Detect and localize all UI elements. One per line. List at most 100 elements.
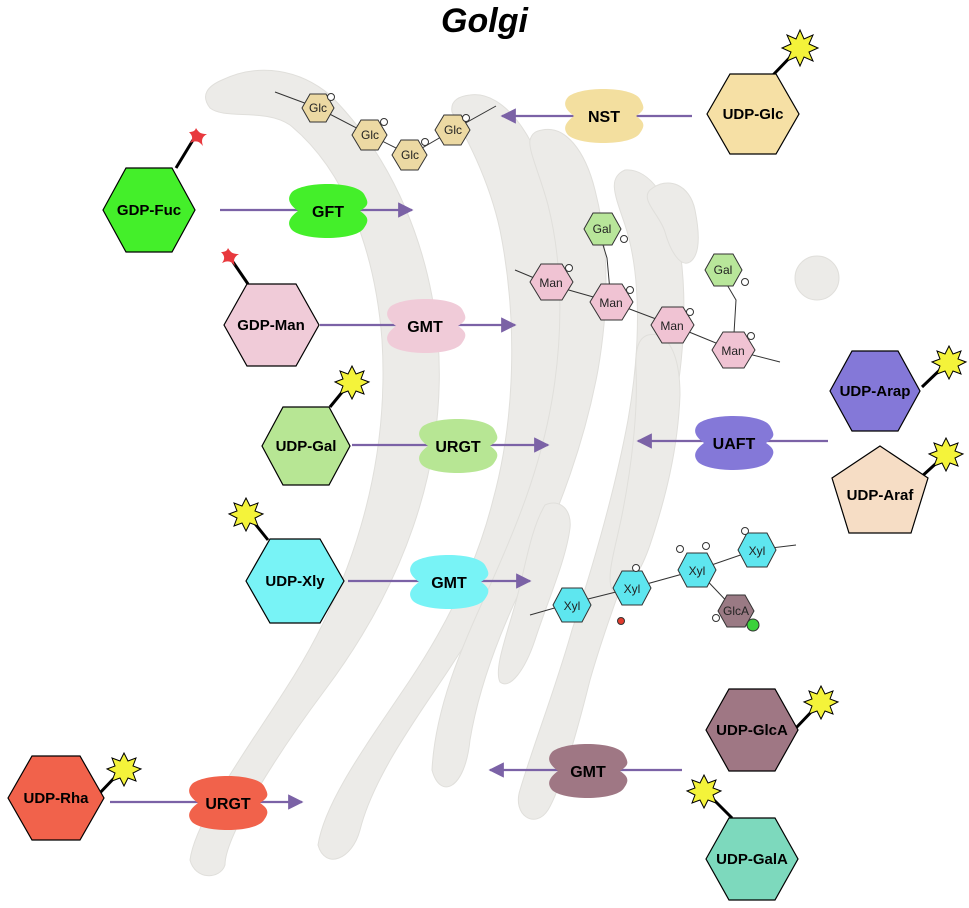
glc-residue-shape	[434, 114, 471, 146]
donor-udp-xly-star-icon	[227, 496, 265, 533]
donor-udp-araf-star-icon	[927, 436, 965, 473]
man-residue: Man	[711, 331, 756, 369]
gal-residue: Gal	[583, 212, 628, 246]
glca-residue-label: GlcA	[723, 604, 749, 618]
xyl-residue: Xyl	[612, 564, 652, 625]
xyl-residue-acetyl	[617, 617, 625, 625]
enzyme-urgt-rha: URGT	[189, 775, 268, 831]
enzyme-urgt-gal: URGT	[419, 418, 498, 474]
man-residue-shape	[650, 306, 695, 344]
xyl-residue-hydroxyl	[741, 527, 749, 535]
glca-residue-hydroxyl	[712, 614, 720, 622]
donor-udp-rha: UDP-Rha	[7, 751, 143, 841]
glca-residue-methyl	[746, 618, 760, 632]
glc-residue: Glc	[434, 114, 471, 146]
glucan-chain: Glc Glc Glc Glc	[274, 91, 497, 171]
donor-udp-gala: UDP-GalA	[685, 773, 799, 901]
man-residue-shape	[589, 283, 634, 321]
glc-residue: Glc	[391, 138, 429, 171]
donor-udp-glc-label: UDP-Glc	[723, 106, 784, 123]
enzyme-gft-shape	[289, 183, 368, 239]
glc-residue-hydroxyl	[327, 93, 335, 101]
enzyme-gmt-man-shape	[387, 298, 466, 354]
gal-residue-label: Gal	[593, 222, 612, 236]
glca-residue-shape	[717, 594, 755, 628]
xyl-residue-shape	[677, 552, 717, 588]
donor-udp-gala-shape	[705, 817, 799, 901]
enzyme-gmt-glca: GMT	[549, 743, 628, 799]
enzyme-nst: NST	[565, 88, 644, 144]
donor-udp-glca-label: UDP-GlcA	[716, 722, 788, 739]
golgi-vesicle	[794, 255, 840, 301]
donor-udp-glca-star-icon	[802, 684, 840, 721]
enzyme-gmt-man: GMT	[387, 298, 466, 354]
donor-udp-glca: UDP-GlcA	[705, 684, 840, 772]
donor-udp-araf-label: UDP-Araf	[847, 487, 915, 504]
enzyme-urgt-rha-label: URGT	[205, 796, 251, 813]
donor-udp-araf: UDP-Araf	[831, 436, 965, 534]
donor-udp-rha-shape	[7, 755, 105, 841]
man-residue-hydroxyl	[565, 264, 573, 272]
enzyme-uaft-label: UAFT	[713, 436, 756, 453]
man-residue-label: Man	[539, 276, 562, 290]
enzyme-uaft: UAFT	[695, 415, 774, 471]
xyl-residue-hydroxyl	[676, 545, 684, 553]
donor-udp-gal-label: UDP-Gal	[276, 438, 337, 455]
gal-residue: Gal	[704, 253, 749, 287]
donor-udp-gala-star-icon	[685, 773, 723, 810]
donor-gdp-fuc-label: GDP-Fuc	[117, 202, 181, 219]
enzyme-gmt-glca-shape	[549, 743, 628, 799]
mannan-chain: Man Man Man Man Gal	[514, 212, 781, 369]
glc-residue: Glc	[301, 93, 335, 123]
donor-gdp-fuc: GDP-Fuc	[102, 128, 207, 253]
man-residue: Man	[589, 283, 634, 321]
glc-residue-label: Glc	[444, 123, 462, 137]
gal-residue-shape	[704, 253, 743, 287]
cisterna-4	[517, 169, 685, 820]
man-residue-label: Man	[721, 344, 744, 358]
xyl-residue-label: Xyl	[689, 564, 706, 578]
enzyme-urgt-rha-shape	[189, 775, 268, 831]
cisterna-5	[609, 333, 681, 593]
glc-residue-label: Glc	[401, 148, 419, 162]
man-residue: Man	[650, 306, 695, 344]
xyl-residue-label: Xyl	[749, 544, 766, 558]
xyl-residue-label: Xyl	[624, 582, 641, 596]
man-residue-shape	[529, 263, 574, 301]
donor-udp-xly-label: UDP-Xly	[265, 573, 325, 590]
man-residue: Man	[529, 263, 574, 301]
glc-residue-hydroxyl	[462, 114, 470, 122]
xyl-residue-hydroxyl	[632, 564, 640, 572]
donor-udp-arap: UDP-Arap	[829, 344, 968, 432]
donor-udp-glca-shape	[705, 688, 799, 772]
glc-residue-shape	[301, 93, 335, 123]
enzyme-gmt-glca-label: GMT	[570, 764, 606, 781]
gal-residue-hydroxyl	[741, 278, 749, 286]
xyl-residue: Xyl	[552, 587, 592, 623]
donor-gdp-fuc-cross-icon	[189, 128, 207, 146]
xyl-residue: Xyl	[737, 527, 777, 568]
man-residue-shape	[711, 331, 756, 369]
donor-gdp-fuc-shape	[102, 167, 196, 253]
enzyme-urgt-gal-shape	[419, 418, 498, 474]
donor-udp-arap-label: UDP-Arap	[840, 383, 911, 400]
man-residue-label: Man	[660, 319, 683, 333]
glc-residue-hydroxyl	[380, 118, 388, 126]
man-residue-label: Man	[599, 296, 622, 310]
donor-udp-gal-shape	[261, 406, 351, 486]
donor-gdp-man: GDP-Man	[221, 248, 320, 367]
donor-udp-gal: UDP-Gal	[261, 364, 371, 486]
man-residue-hydroxyl	[626, 286, 634, 294]
donor-udp-gal-star-icon	[333, 364, 371, 401]
donor-udp-glc-star-icon	[780, 28, 820, 68]
glc-residue-shape	[391, 139, 428, 171]
donor-gdp-fuc-stem	[174, 139, 195, 169]
glc-residue-hydroxyl	[421, 138, 429, 146]
gal-residue-hydroxyl	[620, 235, 628, 243]
xyl-residue-shape	[552, 587, 592, 623]
xyl-residue-hydroxyl	[702, 542, 710, 550]
donor-gdp-man-shape	[223, 283, 320, 367]
glc-residue-label: Glc	[309, 101, 327, 115]
donor-udp-glc-shape	[706, 73, 800, 155]
donor-udp-gala-label: UDP-GalA	[716, 851, 788, 868]
